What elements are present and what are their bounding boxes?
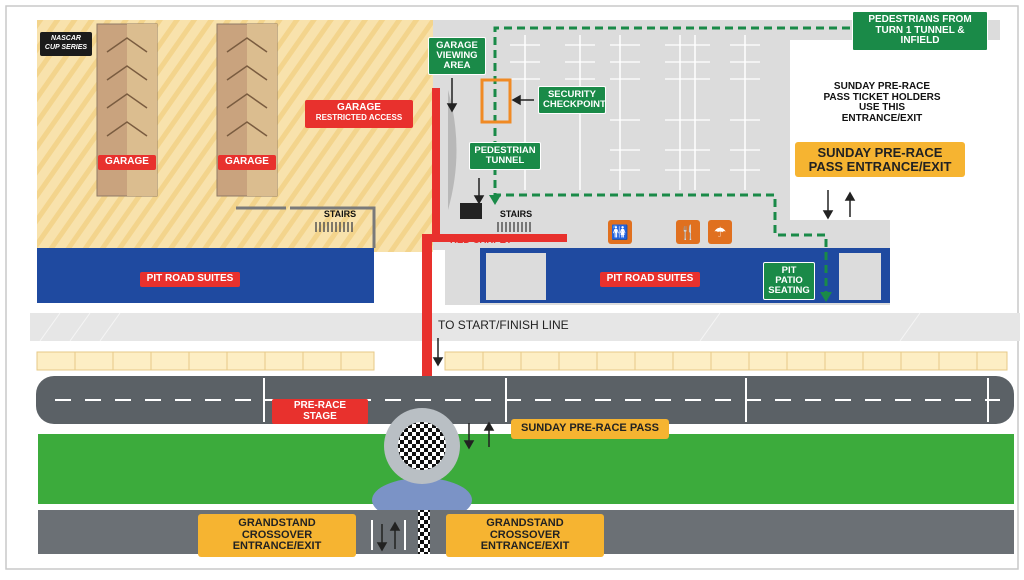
garage-restricted-sub: RESTRICTED ACCESS xyxy=(315,112,403,122)
pit-boxes-right xyxy=(444,351,1008,371)
stairs-right-steps xyxy=(497,222,531,232)
concourse xyxy=(30,313,1020,341)
grandstand-crossover-right-label: GRANDSTAND CROSSOVER ENTRANCE/EXIT xyxy=(446,514,604,557)
pedestrian-tunnel-label: PEDESTRIAN TUNNEL xyxy=(469,142,541,170)
tunnel-entrance xyxy=(460,203,482,219)
nascar-cup-series-logo: NASCAR CUP SERIES xyxy=(40,32,92,56)
grandstand-crossover-left-label: GRANDSTAND CROSSOVER ENTRANCE/EXIT xyxy=(198,514,356,557)
restroom-icon: 🚻 xyxy=(608,220,632,244)
garage-label-1: GARAGE xyxy=(98,155,156,170)
garage-building-2 xyxy=(216,23,278,197)
logo-line-1: NASCAR xyxy=(51,35,81,42)
sunday-note-text: SUNDAY PRE-RACE PASS TICKET HOLDERS USE … xyxy=(823,81,941,124)
stairs-right-label: STAIRS xyxy=(499,209,533,219)
pit-patio-seating-label: PIT PATIO SEATING xyxy=(763,262,815,300)
pit-boxes-left xyxy=(36,351,375,371)
pedestrian-route xyxy=(493,26,850,300)
red-carpet-label: RED CARPET xyxy=(450,235,512,246)
food-icon: 🍴 xyxy=(676,220,700,244)
sunday-entrance-label: SUNDAY PRE-RACE PASS ENTRANCE/EXIT xyxy=(795,142,965,178)
stairs-left-steps xyxy=(315,222,353,232)
logo-line-2: CUP SERIES xyxy=(44,44,88,51)
security-checkpoint-label: SECURITY CHECKPOINT xyxy=(538,86,606,114)
garage-building-1 xyxy=(96,23,158,197)
tunnel-opening xyxy=(448,90,457,210)
garage-label-2: GARAGE xyxy=(218,155,276,170)
stairs-left-label: STAIRS xyxy=(323,209,357,219)
pedestrians-from-label: PEDESTRIANS FROM TURN 1 TUNNEL & INFIELD xyxy=(852,11,988,51)
security-checkpoint-box xyxy=(480,78,512,124)
garage-restricted-label: GARAGE RESTRICTED ACCESS xyxy=(305,100,413,128)
to-start-finish-label: TO START/FINISH LINE xyxy=(438,318,569,332)
merchandise-icon: ☂ xyxy=(708,220,732,244)
direction-arrows xyxy=(376,78,856,552)
pit-road-suites-right-label: PIT ROAD SUITES xyxy=(600,272,700,287)
garage-viewing-area-label: GARAGE VIEWING AREA xyxy=(428,37,486,75)
infield-grass xyxy=(38,434,1014,504)
red-carpet xyxy=(422,88,567,376)
sunday-pre-race-pass-label: SUNDAY PRE-RACE PASS xyxy=(511,419,669,439)
garage-restricted-title: GARAGE xyxy=(337,102,381,113)
pit-road-suites-left-label: PIT ROAD SUITES xyxy=(140,272,240,287)
pre-race-stage-label: PRE-RACE STAGE xyxy=(272,399,368,424)
parking-stall-ticks xyxy=(510,44,760,171)
